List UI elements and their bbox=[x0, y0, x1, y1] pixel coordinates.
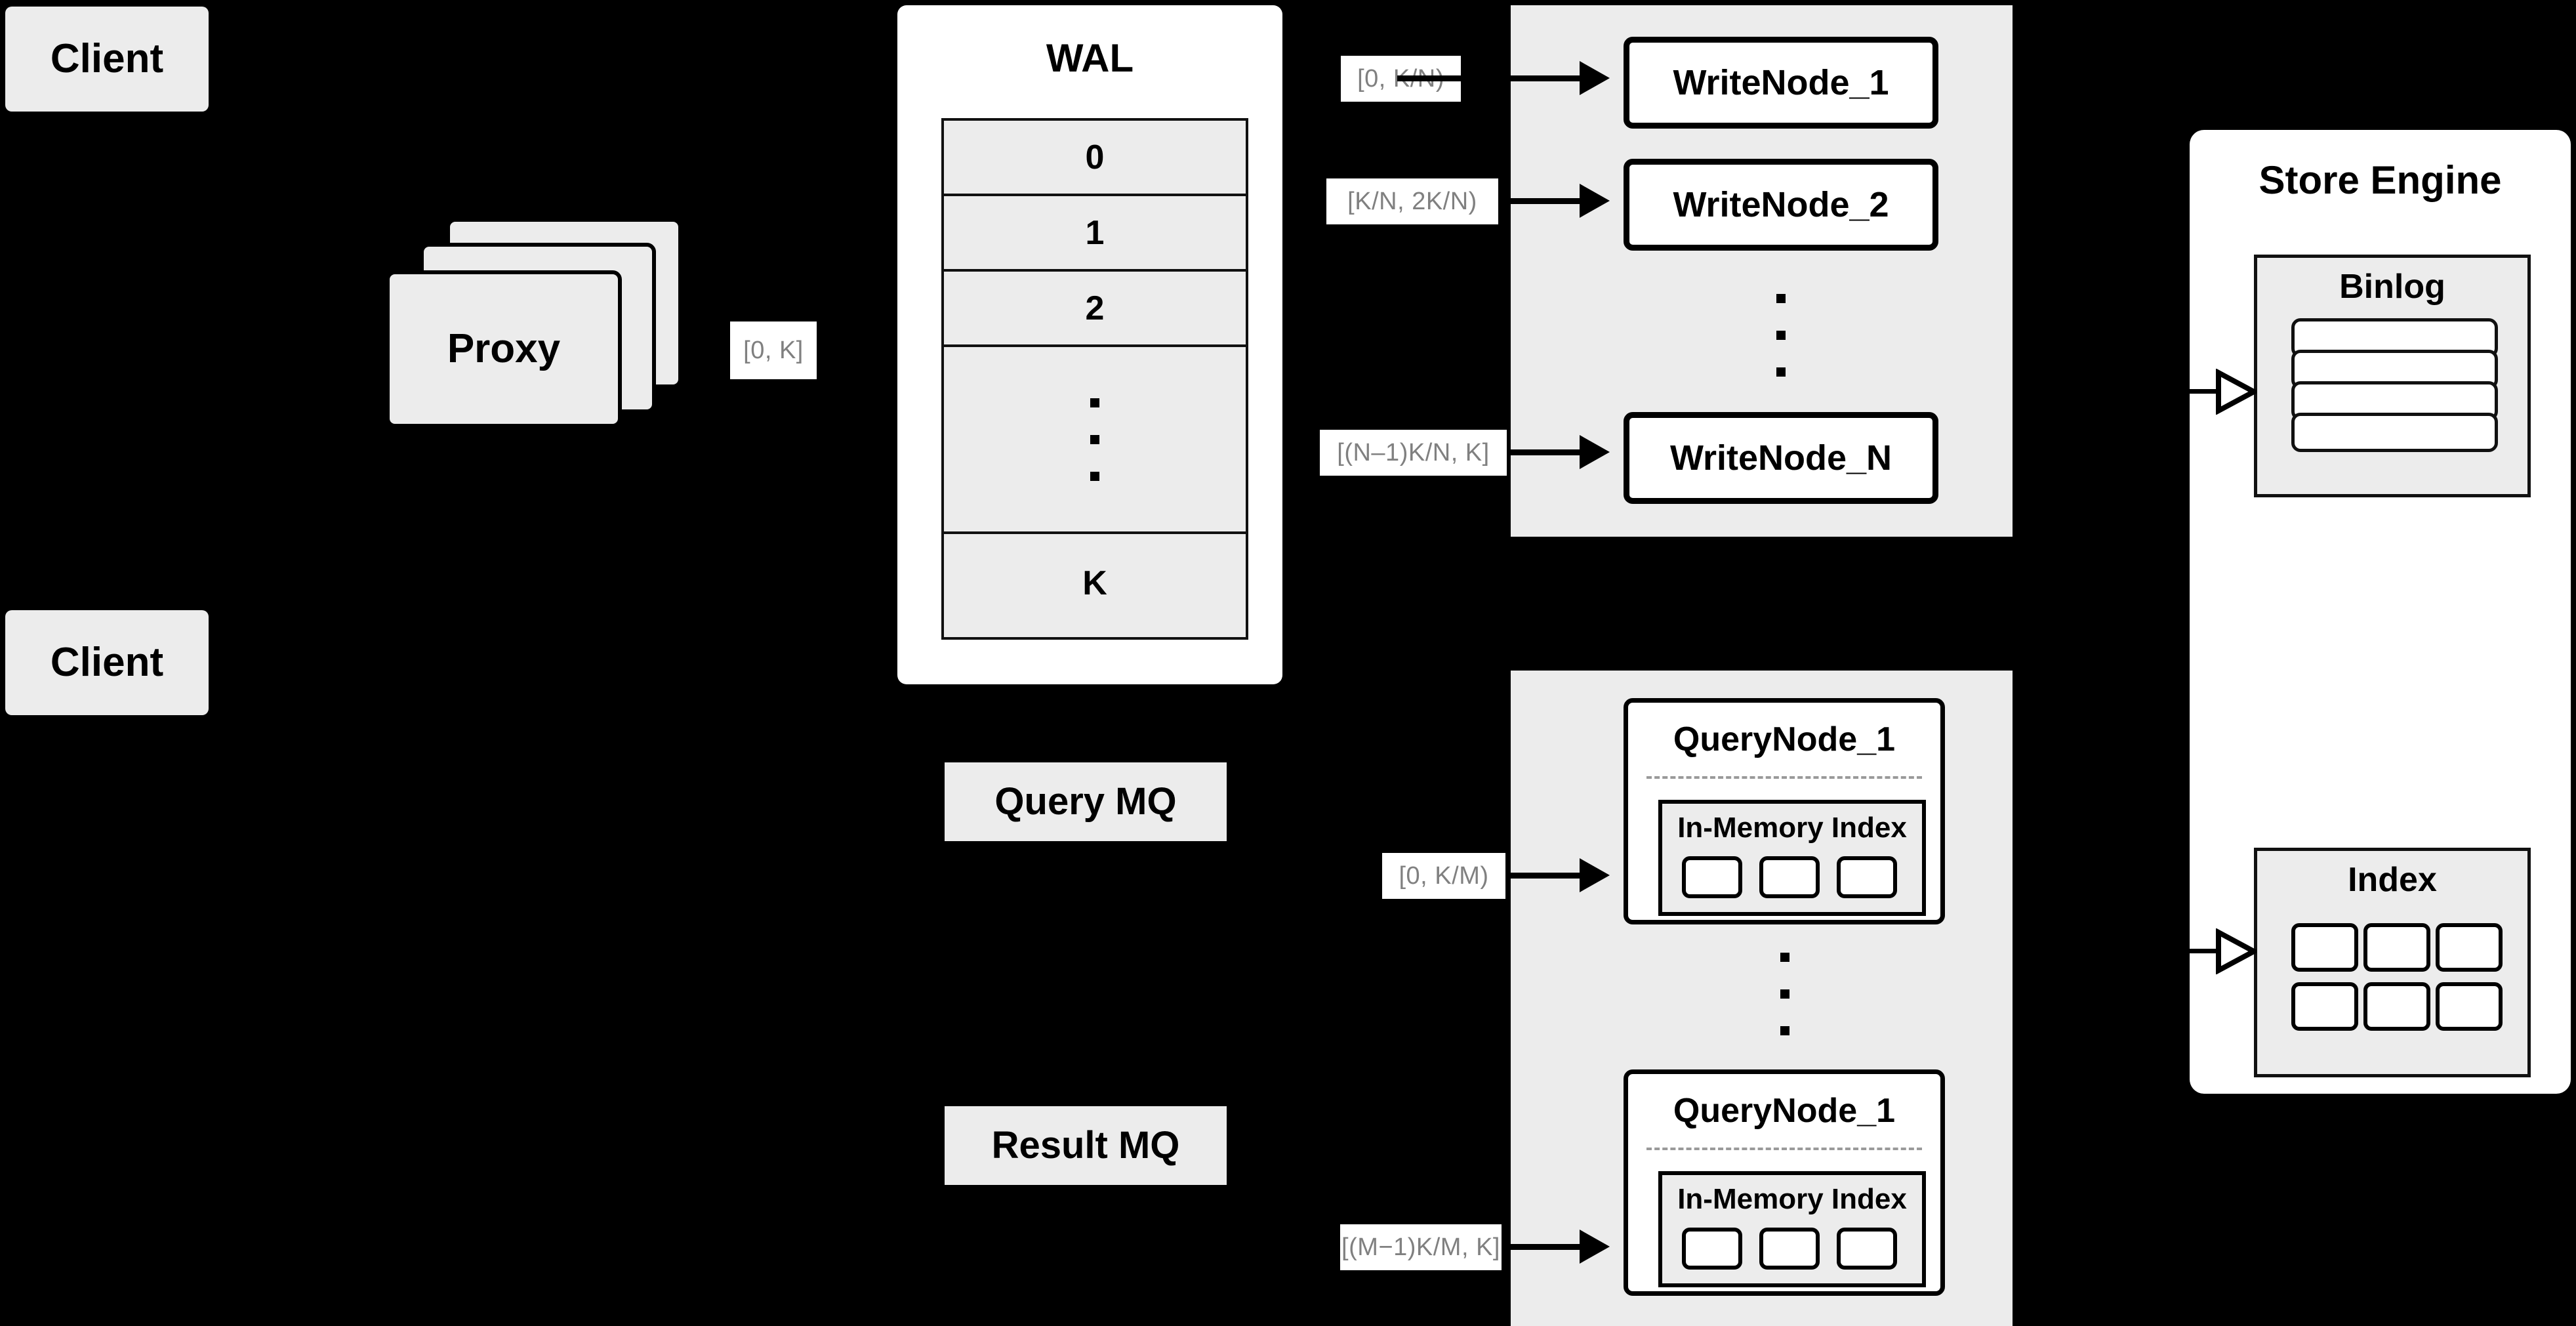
index-chip bbox=[1837, 1228, 1897, 1270]
binlog-title: Binlog bbox=[2339, 268, 2445, 306]
store-index-chip bbox=[2363, 982, 2430, 1031]
write-arrow-line-2 bbox=[1498, 198, 1581, 204]
query-node-cluster: QueryNode_1 In-Memory Index QueryNode_1 … bbox=[1511, 671, 2013, 1326]
index-chip bbox=[1759, 856, 1820, 898]
store-index-chip bbox=[2363, 923, 2430, 972]
query-arrow-head-n bbox=[1580, 1230, 1610, 1264]
index-inflow-arrow-icon bbox=[2216, 928, 2257, 974]
binlog-inflow-arrow-icon bbox=[2216, 369, 2257, 415]
query-node-label: QueryNode_1 bbox=[1673, 720, 1896, 758]
query-cluster-ellipsis bbox=[1760, 940, 1810, 1048]
write-node-label: WriteNode_2 bbox=[1673, 184, 1889, 224]
client-label: Client bbox=[50, 36, 164, 82]
proxy-box[interactable]: Proxy bbox=[386, 270, 622, 428]
query-arrow-head-1 bbox=[1580, 858, 1610, 892]
wal-row: 0 bbox=[944, 121, 1246, 196]
write-cluster-ellipsis bbox=[1756, 281, 1806, 389]
wal-row: 1 bbox=[944, 196, 1246, 272]
query-node-divider bbox=[1646, 1148, 1922, 1150]
proxy-label: Proxy bbox=[447, 326, 561, 372]
write-node-n[interactable]: WriteNode_N bbox=[1624, 412, 1938, 504]
write-node-label: WriteNode_1 bbox=[1673, 62, 1889, 102]
write-node-1[interactable]: WriteNode_1 bbox=[1624, 37, 1938, 129]
in-memory-index-1: In-Memory Index bbox=[1658, 800, 1926, 916]
binlog-inflow-line bbox=[2190, 389, 2217, 394]
query-node-divider bbox=[1646, 776, 1922, 779]
client-label: Client bbox=[50, 640, 164, 686]
binlog-bar bbox=[2291, 413, 2498, 452]
wal-panel: WAL 0 1 2 K bbox=[897, 5, 1282, 684]
query-mq-label: Query MQ bbox=[994, 779, 1177, 823]
store-index-chip bbox=[2291, 923, 2358, 972]
wal-table: 0 1 2 K bbox=[941, 118, 1248, 640]
query-arrow-line-1 bbox=[1505, 873, 1581, 879]
index-panel: Index bbox=[2254, 848, 2531, 1077]
query-node-label: QueryNode_1 bbox=[1673, 1092, 1896, 1130]
index-title: Index bbox=[2348, 861, 2437, 899]
query-node-1[interactable]: QueryNode_1 In-Memory Index bbox=[1624, 698, 1945, 924]
index-chip bbox=[1682, 856, 1742, 898]
write-node-label: WriteNode_N bbox=[1669, 438, 1892, 478]
in-memory-index-label: In-Memory Index bbox=[1677, 1183, 1907, 1215]
wal-row: 2 bbox=[944, 272, 1246, 347]
in-memory-index-label: In-Memory Index bbox=[1677, 812, 1907, 844]
write-arrow-line-1 bbox=[1397, 75, 1581, 81]
query-node-n[interactable]: QueryNode_1 In-Memory Index bbox=[1624, 1069, 1945, 1296]
write-arrow-head-1 bbox=[1580, 61, 1610, 95]
write-node-2[interactable]: WriteNode_2 bbox=[1624, 159, 1938, 251]
wal-row-ellipsis bbox=[944, 347, 1246, 534]
index-chip bbox=[1837, 856, 1897, 898]
client-box-2[interactable]: Client bbox=[5, 610, 209, 715]
query-range-label-1: [0, K/M) bbox=[1382, 853, 1505, 899]
binlog-panel: Binlog bbox=[2254, 255, 2531, 497]
in-memory-index-n: In-Memory Index bbox=[1658, 1171, 1926, 1287]
store-index-chip bbox=[2436, 923, 2503, 972]
query-mq-box[interactable]: Query MQ bbox=[945, 762, 1227, 841]
client-box-1[interactable]: Client bbox=[5, 7, 209, 112]
index-chip bbox=[1682, 1228, 1742, 1270]
result-mq-label: Result MQ bbox=[991, 1123, 1180, 1167]
index-inflow-line bbox=[2190, 949, 2217, 953]
store-engine-panel: Store Engine Binlog Index bbox=[2190, 130, 2571, 1094]
write-arrow-head-2 bbox=[1580, 184, 1610, 218]
query-range-label-n: [(M−1)K/M, K] bbox=[1340, 1224, 1502, 1270]
store-engine-title: Store Engine bbox=[2259, 158, 2502, 202]
write-range-label-2: [K/N, 2K/N) bbox=[1326, 178, 1498, 224]
index-chip bbox=[1759, 1228, 1820, 1270]
proxy-range-label: [0, K] bbox=[730, 321, 817, 379]
result-mq-box[interactable]: Result MQ bbox=[945, 1106, 1227, 1185]
write-arrow-line-n bbox=[1507, 449, 1581, 455]
wal-title: WAL bbox=[1046, 36, 1134, 80]
write-range-label-n: [(N–1)K/N, K] bbox=[1320, 430, 1507, 476]
query-arrow-line-n bbox=[1502, 1244, 1581, 1250]
wal-row: K bbox=[944, 534, 1246, 632]
store-index-chip bbox=[2291, 982, 2358, 1031]
store-index-chip bbox=[2436, 982, 2503, 1031]
write-arrow-head-n bbox=[1580, 435, 1610, 469]
